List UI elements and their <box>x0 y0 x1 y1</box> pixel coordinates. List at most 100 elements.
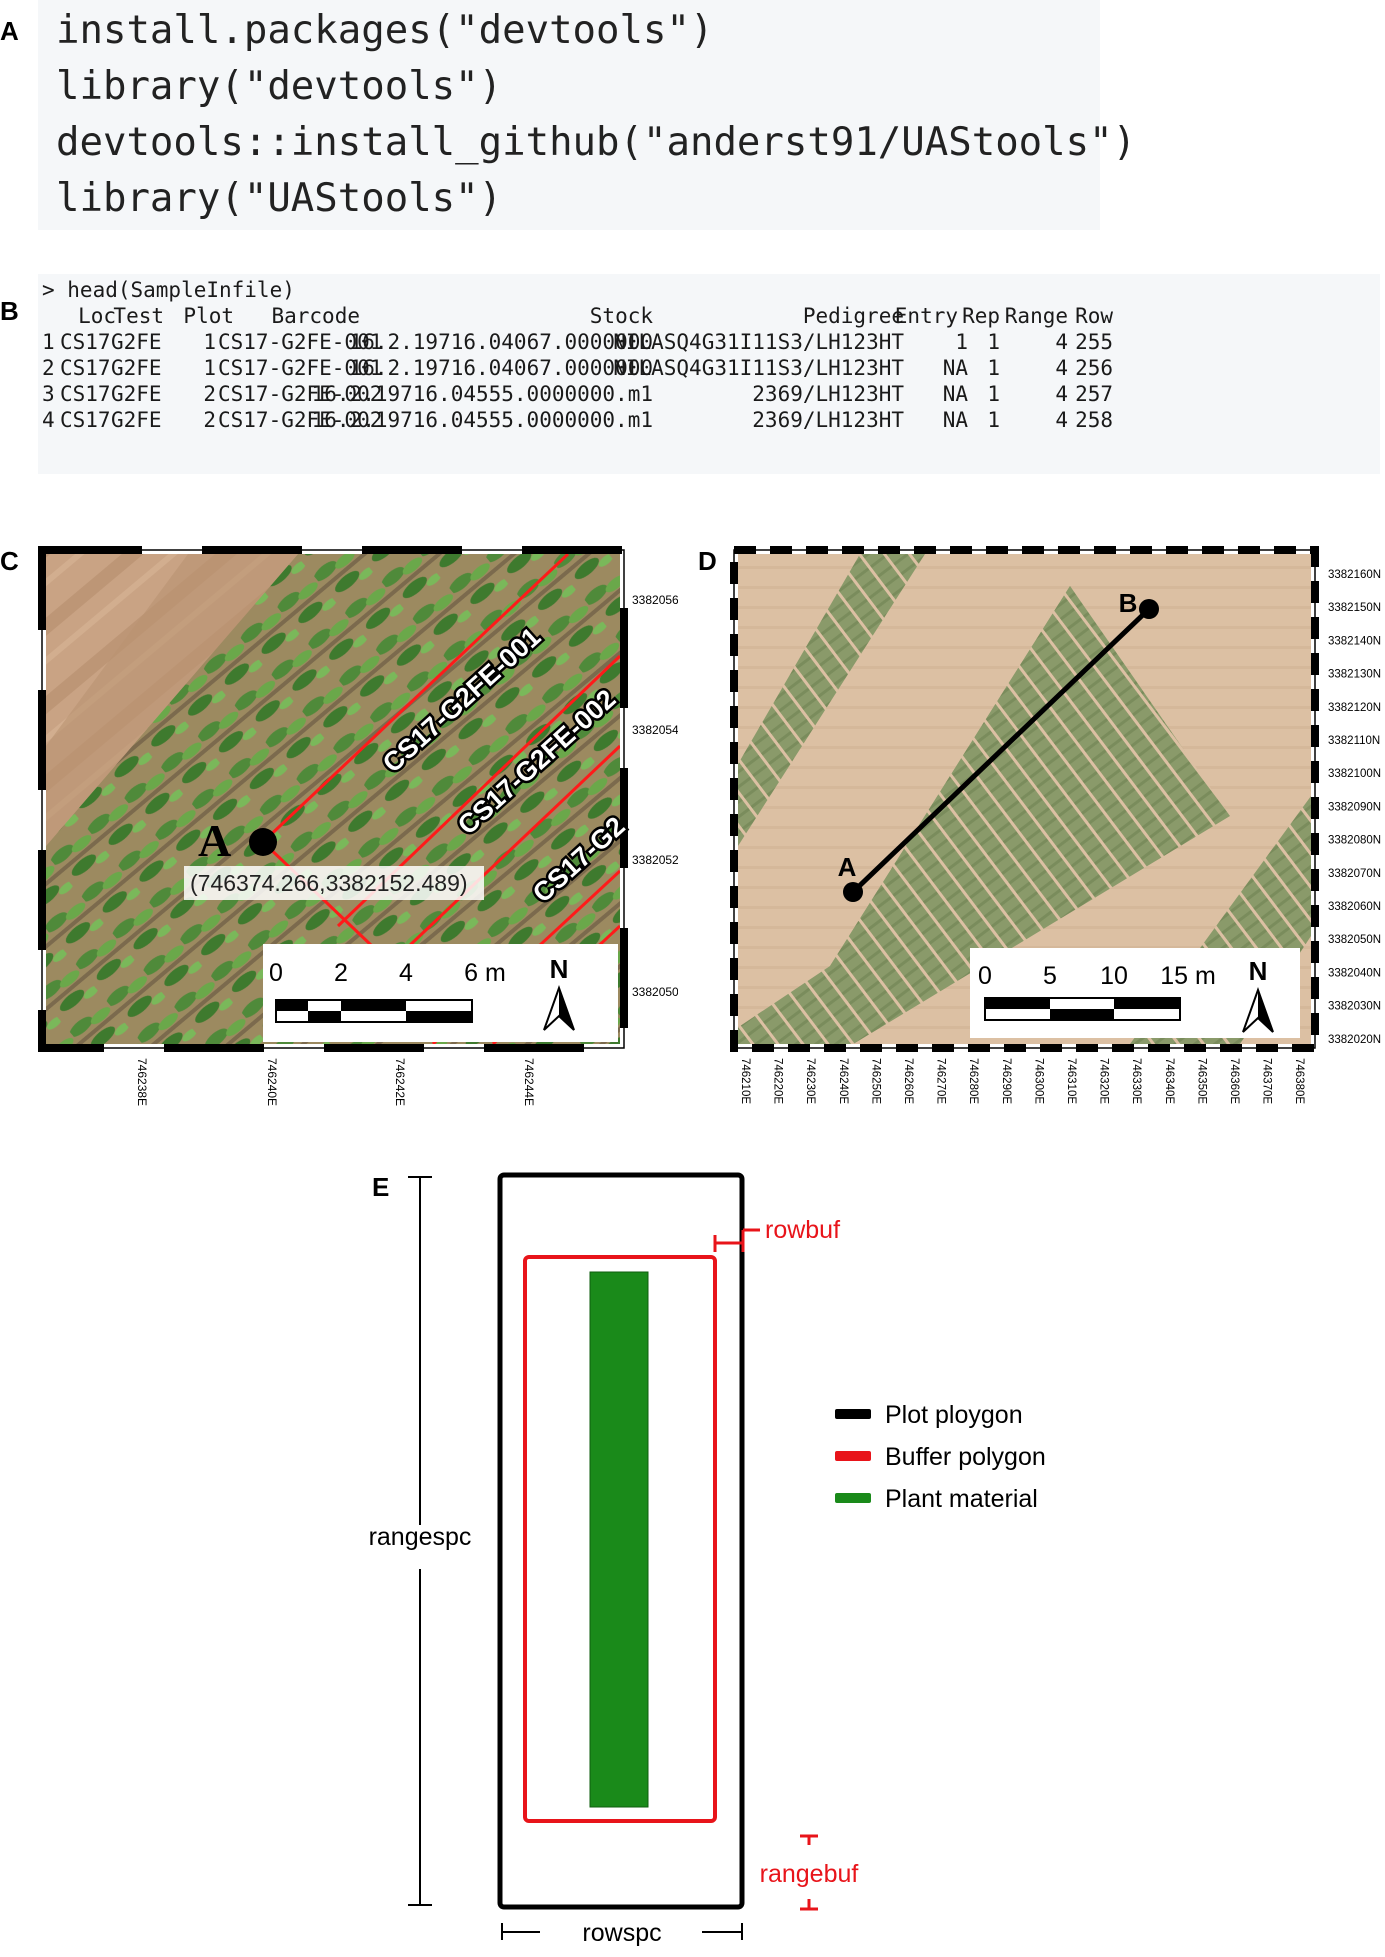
x-tick-c-1: 746240E <box>265 1058 279 1106</box>
point-b-label-d: B <box>1119 588 1138 618</box>
table-cell: NILASQ4G31I11S3/LH123HT <box>613 330 904 354</box>
x-tick-d: 746310E <box>1065 1058 1077 1104</box>
y-tick-c-1: 3382054N <box>632 723 678 737</box>
table-cell: 1 <box>987 356 1000 380</box>
x-tick-d: 746290E <box>1000 1058 1012 1104</box>
column-header: Plot <box>183 304 234 328</box>
x-tick-d: 746210E <box>739 1058 751 1104</box>
rowspc-label: rowspc <box>582 1919 661 1947</box>
table-cell: NILASQ4G31I11S3/LH123HT <box>613 356 904 380</box>
rangebuf-label: rangebuf <box>760 1860 859 1888</box>
x-tick-c-3: 746244E <box>522 1058 536 1106</box>
column-header: Entry <box>894 304 958 328</box>
y-tick-d: 3382050N <box>1328 934 1381 946</box>
table-cell: CS17 <box>60 382 111 406</box>
table-cell: CS17-G2FE-001 <box>218 330 383 354</box>
table-cell: CS17 <box>60 408 111 432</box>
table-cell: G2FE <box>111 382 162 406</box>
table-cell: NA <box>942 408 968 432</box>
table-cell: CS17-G2FE-002 <box>218 382 383 406</box>
table-cell: 16.2.19716.04067.0000000 <box>349 330 653 354</box>
rangespc-label: rangespc <box>369 1523 472 1551</box>
point-a-coordinates: (746374.266,3382152.489) <box>190 870 468 896</box>
table-cell: 256 <box>1075 356 1113 380</box>
transect-line <box>851 607 1151 894</box>
scale-tick-c-0: 0 <box>269 959 283 987</box>
table-cell: 4 <box>1055 382 1068 406</box>
legend-swatch-plot <box>835 1409 871 1419</box>
scale-tick-c-3: 6 m <box>464 959 506 987</box>
column-header: Loc <box>78 304 116 328</box>
map-c: CS17-G2FE-001 CS17-G2FE-002 CS17-G2 A (7… <box>38 546 678 1106</box>
table-cell: NA <box>942 356 968 380</box>
x-tick-d: 746230E <box>804 1058 816 1104</box>
table-cell: 16.2.19716.04555.0000000.m1 <box>311 382 653 406</box>
legend-label-plant: Plant material <box>885 1485 1038 1513</box>
y-tick-c-3: 3382050N <box>632 985 678 999</box>
table-cell: 4 <box>1055 330 1068 354</box>
column-header: Barcode <box>271 304 360 328</box>
point-a-label: A <box>198 815 231 866</box>
table-cell: 2 <box>203 382 216 406</box>
scale-tick-d-0: 0 <box>978 962 992 990</box>
table-cell: G2FE <box>111 356 162 380</box>
scale-bar-c <box>275 999 473 1023</box>
table-cell: 1 <box>42 330 55 354</box>
x-tick-d: 746330E <box>1130 1058 1142 1104</box>
column-header: Rep <box>962 304 1000 328</box>
table-cell: 1 <box>987 330 1000 354</box>
column-header: Test <box>113 304 164 328</box>
table-cell: 4 <box>1055 408 1068 432</box>
table-cell: CS17-G2FE-002 <box>218 408 383 432</box>
x-tick-d: 746220E <box>772 1058 784 1104</box>
x-tick-d: 746280E <box>967 1058 979 1104</box>
north-arrow-icon <box>1242 987 1274 1033</box>
x-tick-d: 746340E <box>1163 1058 1175 1104</box>
y-tick-d: 3382130N <box>1328 669 1381 681</box>
x-tick-d: 746350E <box>1195 1058 1207 1104</box>
table-cell: 4 <box>1055 356 1068 380</box>
panel-label-c: C <box>0 546 19 576</box>
north-label-c: N <box>550 954 569 984</box>
y-tick-d: 3382150N <box>1328 602 1381 614</box>
table-cell: 16.2.19716.04067.0000000 <box>349 356 653 380</box>
north-arrow-icon <box>543 985 575 1031</box>
table-cell: 257 <box>1075 382 1113 406</box>
table-cell: 1 <box>987 408 1000 432</box>
legend: Plot ploygon Buffer polygon Plant materi… <box>835 1401 1046 1513</box>
scale-tick-c-1: 2 <box>334 959 348 987</box>
table-cell: 258 <box>1075 408 1113 432</box>
table-cell: 4 <box>42 408 55 432</box>
console-command: > head(SampleInfile) <box>42 278 295 302</box>
table-cell: 2369/LH123HT <box>752 382 904 406</box>
rowbuf-label: rowbuf <box>765 1216 840 1244</box>
plant-material <box>589 1271 649 1808</box>
panel-label-a: A <box>0 16 19 46</box>
panel-label-e: E <box>372 1172 390 1202</box>
x-tick-d: 746320E <box>1098 1058 1110 1104</box>
x-tick-c-2: 746242E <box>393 1058 407 1106</box>
x-tick-d: 746370E <box>1261 1058 1273 1104</box>
x-tick-d: 746250E <box>869 1058 881 1104</box>
table-cell: NA <box>942 382 968 406</box>
column-header: Row <box>1075 304 1113 328</box>
scale-bar-box-d <box>970 948 1300 1038</box>
x-tick-d: 746260E <box>902 1058 914 1104</box>
y-tick-d: 3382040N <box>1328 967 1381 979</box>
table-cell: 255 <box>1075 330 1113 354</box>
y-tick-d: 3382060N <box>1328 901 1381 913</box>
table-cell: 3 <box>42 382 55 406</box>
y-tick-d: 3382020N <box>1328 1034 1381 1046</box>
table-cell: G2FE <box>111 330 162 354</box>
y-tick-d: 3382070N <box>1328 868 1381 880</box>
x-tick-d: 746360E <box>1228 1058 1240 1104</box>
panel-label-d: D <box>698 546 717 576</box>
y-tick-d: 3382090N <box>1328 801 1381 813</box>
legend-label-plot: Plot ploygon <box>885 1401 1023 1429</box>
legend-swatch-buffer <box>835 1451 871 1461</box>
y-tick-d: 3382160N <box>1328 569 1381 581</box>
table-cell: CS17-G2FE-001 <box>218 356 383 380</box>
y-tick-c-2: 3382052N <box>632 853 678 867</box>
legend-swatch-plant <box>835 1493 871 1503</box>
